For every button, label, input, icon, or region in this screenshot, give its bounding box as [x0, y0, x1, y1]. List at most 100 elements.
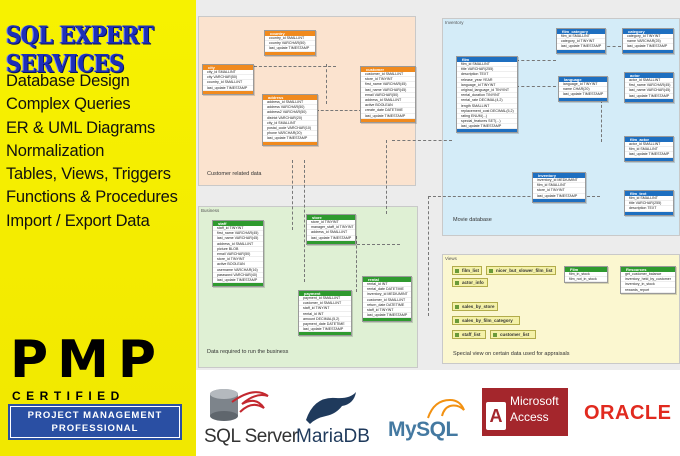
table-staff[interactable]: staff staff_id TINYINT first_name VARCHA… [212, 220, 264, 288]
connector-line [591, 46, 621, 47]
table-row: active BOOLEAN [213, 262, 263, 268]
view-staff-list[interactable]: staff_list [452, 330, 486, 339]
table-row: store_id TINYINT [307, 220, 355, 226]
table-category[interactable]: category category_id TINYINT name VARCHA… [622, 28, 674, 54]
service-item: ER & UML Diagrams [6, 118, 156, 137]
table-row: email VARCHAR(50) [213, 252, 263, 258]
table-row: password VARCHAR(40) [213, 273, 263, 278]
view-sales-by-store[interactable]: sales_by_store [452, 302, 498, 311]
table-inventory[interactable]: inventory inventory_id MEDIUMINT film_id… [532, 172, 586, 203]
table-row: payment_id SMALLINT [299, 296, 351, 302]
table-row: length SMALLINT [457, 104, 517, 109]
table-row: film_id SMALLINT [557, 34, 605, 40]
table-row: name VARCHAR(25) [623, 39, 673, 45]
view-film-list[interactable]: film_list [452, 266, 482, 275]
table-customer[interactable]: customer customer_id SMALLINT store_id T… [360, 66, 416, 123]
table-row: email VARCHAR(50) [361, 93, 415, 98]
connector-line [516, 86, 556, 87]
view-actor-info[interactable]: actor_info [452, 278, 488, 287]
table-row: last_update TIMESTAMP [623, 44, 673, 50]
table-row: film_id SMALLINT [533, 183, 585, 189]
table-film-actor[interactable]: film_actor actor_id SMALLINT film_id SMA… [624, 136, 674, 162]
table-header: film_actor [625, 137, 673, 142]
table-row: last_name VARCHAR(45) [213, 236, 263, 242]
table-row: rental_date DATETIME [363, 287, 411, 293]
table-payment[interactable]: payment payment_id SMALLINT customer_id … [298, 290, 352, 337]
table-row: description TEXT [457, 72, 517, 78]
access-text-1: Microsoft [510, 394, 559, 408]
table-row: inventory_in_stock [621, 282, 675, 288]
table-row: address_id SMALLINT [213, 242, 263, 247]
table-row: staff_id TINYINT [213, 226, 263, 232]
table-film-category[interactable]: film_category film_id SMALLINT category_… [556, 28, 606, 54]
table-film[interactable]: film film_id SMALLINT title VARCHAR(255)… [456, 56, 518, 134]
table-row: city_id SMALLINT [203, 70, 253, 76]
table-header: Resources [621, 267, 675, 272]
table-row: staff_id TINYINT [363, 308, 411, 314]
table-row: language_id TINYINT [457, 83, 517, 88]
table-row: district VARCHAR(20) [263, 116, 317, 121]
view-customer-list[interactable]: customer_list [490, 330, 536, 339]
connector-line [392, 140, 452, 141]
table-row: last_update TIMESTAMP [203, 86, 253, 91]
mysql-text: MySQL [388, 418, 458, 441]
table-row: film_id SMALLINT [625, 196, 673, 202]
table-row: replacement_cost DECIMAL(5,2) [457, 109, 517, 114]
table-row: rental_id INT [299, 312, 351, 317]
service-item: Import / Export Data [6, 211, 150, 230]
table-rental[interactable]: rental rental_id INT rental_date DATETIM… [362, 276, 412, 323]
table-row: first_name VARCHAR(45) [213, 231, 263, 237]
table-header: film_category [557, 29, 605, 34]
table-row: active BOOLEAN [361, 103, 415, 109]
table-row: customer_id SMALLINT [363, 298, 411, 303]
service-item: Complex Queries [6, 95, 131, 114]
table-header: rental [363, 277, 411, 282]
table-row: last_update TIMESTAMP [625, 152, 673, 158]
database-logos: SQL Server MariaDB MySQL A Microsoft Acc… [196, 370, 680, 456]
table-header: store [307, 215, 355, 220]
table-header: category [623, 29, 673, 34]
service-item: Functions & Procedures [6, 188, 178, 207]
table-language[interactable]: language language_id TINYINT name CHAR(2… [558, 76, 608, 102]
table-row: country_id SMALLINT [265, 36, 315, 42]
connector-line [428, 196, 429, 316]
table-country[interactable]: country country_id SMALLINT country VARC… [264, 30, 316, 56]
view-sales-by-film-category[interactable]: sales_by_film_category [452, 316, 520, 325]
table-city[interactable]: city city_id SMALLINT city VARCHAR(50) c… [202, 64, 254, 95]
table-row: original_language_id TINYINT [457, 88, 517, 94]
connector-line [352, 244, 400, 245]
connector-line [601, 100, 602, 142]
table-row: last_name VARCHAR(45) [361, 88, 415, 93]
table-row: actor_id SMALLINT [625, 142, 673, 148]
table-header: city [203, 65, 253, 70]
table-row: rating ENUM(...) [457, 114, 517, 120]
table-row: last_update TIMESTAMP [299, 327, 351, 333]
mariadb-text: MariaDB [296, 426, 370, 447]
mysql-dolphin-icon [427, 398, 465, 419]
pmp-badge: PMP CERTIFIED PROJECT MANAGEMENT PROFESS… [8, 334, 190, 440]
table-row: inventory_held_by_customer [621, 277, 675, 283]
pmp-line-1: PROJECT MANAGEMENT [27, 410, 163, 421]
table-row: last_update TIMESTAMP [265, 46, 315, 52]
table-row: first_name VARCHAR(45) [361, 82, 415, 88]
table-row: last_name VARCHAR(45) [625, 88, 673, 94]
table-row: last_update TIMESTAMP [457, 124, 517, 130]
table-row: postal_code VARCHAR(10) [263, 126, 317, 132]
view-group-film[interactable]: Film film_in_stock film_not_in_stock [564, 266, 608, 284]
left-panel: PMP CERTIFIED PROJECT MANAGEMENT PROFESS… [0, 0, 196, 456]
service-item: Normalization [6, 141, 105, 160]
table-row: actor_id SMALLINT [625, 78, 673, 84]
table-row: payment_date DATETIME [299, 322, 351, 328]
view-nicer-but-slower-film-list[interactable]: nicer_but_slower_film_list [486, 266, 556, 275]
table-store[interactable]: store store_id TINYINT manager_staff_id … [306, 214, 356, 245]
table-film-text[interactable]: film_text film_id SMALLINT title VARCHAR… [624, 190, 674, 216]
table-actor[interactable]: actor actor_id SMALLINT first_name VARCH… [624, 72, 674, 103]
table-row: create_date DATETIME [361, 108, 415, 114]
connector-line [356, 236, 357, 292]
table-address[interactable]: address address_id SMALLINT address VARC… [262, 94, 318, 146]
table-row: category_id TINYINT [557, 39, 605, 45]
views-region-label: Special view on certain data used for ap… [453, 351, 570, 357]
table-row: last_update TIMESTAMP [625, 94, 673, 99]
inventory-region-tag: Inventory [445, 20, 464, 25]
view-group-resources[interactable]: Resources get_customer_balance inventory… [620, 266, 676, 294]
